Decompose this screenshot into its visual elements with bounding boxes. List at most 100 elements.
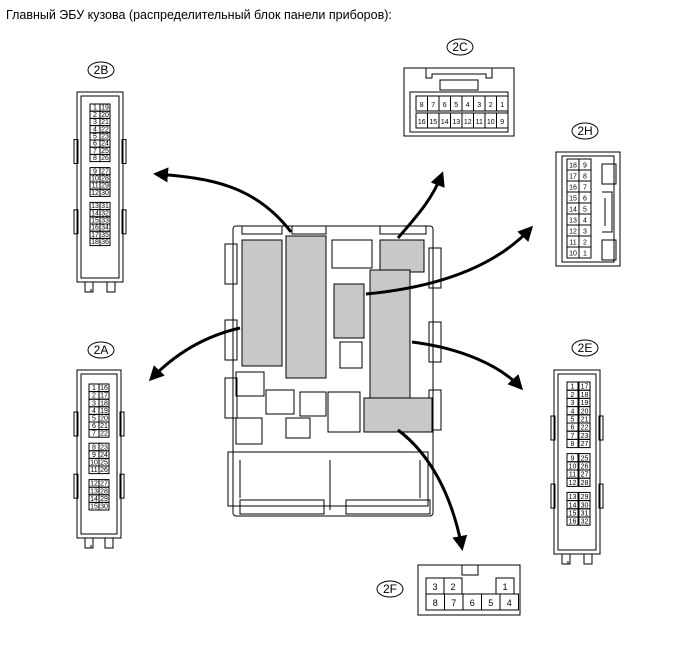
pin-number: 9 bbox=[92, 452, 96, 459]
pin-cell bbox=[496, 112, 509, 129]
pin-number: 14 bbox=[569, 502, 577, 509]
pin-number: 9 bbox=[583, 163, 587, 170]
pin-number: 27 bbox=[100, 481, 108, 488]
connector-key bbox=[425, 68, 493, 79]
pin-cell bbox=[99, 153, 111, 163]
connector-foot bbox=[104, 538, 114, 549]
pin-number: 10 bbox=[90, 460, 98, 467]
connector-tag: 2C bbox=[452, 40, 468, 54]
pin-number: 13 bbox=[452, 119, 460, 126]
connector-latch bbox=[550, 415, 556, 441]
pin-number: 19 bbox=[100, 408, 108, 415]
pin-cell bbox=[578, 477, 591, 487]
pin-cell bbox=[98, 465, 110, 475]
pin-number: 16 bbox=[418, 119, 426, 126]
pin-number: 12 bbox=[569, 480, 577, 487]
pin-number: 36 bbox=[101, 239, 109, 246]
pin-number: 19 bbox=[101, 105, 109, 112]
pin-number: 19 bbox=[581, 400, 589, 407]
pin-number: 6 bbox=[571, 425, 575, 432]
connector-latch bbox=[73, 139, 79, 164]
arrow-2c bbox=[396, 171, 445, 239]
connector-inner bbox=[561, 155, 615, 263]
arrow-2e bbox=[411, 340, 524, 391]
pin-cell bbox=[499, 593, 519, 611]
pin-number: 10 bbox=[569, 464, 577, 471]
pin-number: 18 bbox=[569, 163, 577, 170]
pin-number: 12 bbox=[464, 119, 472, 126]
pin-number: 5 bbox=[571, 417, 575, 424]
connector-housing bbox=[553, 369, 601, 555]
pin-number: 1 bbox=[571, 384, 575, 391]
pin-number: 13 bbox=[90, 488, 98, 495]
connector-tag: 2F bbox=[383, 582, 397, 596]
connector-latch bbox=[73, 209, 79, 235]
pin-number: 4 bbox=[93, 126, 97, 133]
pin-number: 30 bbox=[100, 504, 108, 511]
connector-tag-outline bbox=[571, 339, 599, 357]
pin-number: 15 bbox=[569, 196, 577, 203]
pin-number: 24 bbox=[101, 141, 109, 148]
pin-number: 23 bbox=[101, 134, 109, 141]
pin-number: 34 bbox=[101, 225, 109, 232]
pin-number: 11 bbox=[569, 472, 576, 479]
connector-latch bbox=[73, 473, 79, 499]
pin-number: 28 bbox=[100, 488, 108, 495]
connector-tag: 2E bbox=[578, 341, 593, 355]
pin-number: 2 bbox=[450, 582, 455, 592]
pin-number: 17 bbox=[569, 174, 577, 181]
pin-number: 31 bbox=[581, 511, 589, 518]
pin-number: 7 bbox=[451, 598, 456, 608]
connector-latch bbox=[601, 239, 617, 261]
pin-number: 27 bbox=[581, 472, 589, 479]
pin-number: 6 bbox=[443, 102, 447, 109]
pin-number: 10 bbox=[91, 176, 99, 183]
pin-number: 2 bbox=[571, 392, 575, 399]
pin-cell bbox=[566, 516, 579, 526]
pin-number: 4 bbox=[92, 408, 96, 415]
pin-number: 14 bbox=[569, 207, 577, 214]
pin-number: 29 bbox=[100, 496, 108, 503]
pin-number: 15 bbox=[90, 504, 98, 511]
pin-number: 23 bbox=[581, 433, 589, 440]
connector-tag-outline bbox=[571, 122, 599, 140]
pin-number: 25 bbox=[581, 455, 589, 462]
junction-block bbox=[224, 225, 442, 517]
pin-number: 5 bbox=[488, 598, 493, 608]
connector-tag-outline bbox=[87, 341, 115, 359]
pin-number: 29 bbox=[101, 183, 109, 190]
pin-number: 3 bbox=[477, 102, 481, 109]
connector-tag: 2B bbox=[94, 63, 109, 77]
connector-tag-outline bbox=[446, 38, 474, 56]
zone-2c bbox=[379, 239, 425, 273]
pin-number: 10 bbox=[569, 251, 577, 258]
pin-number: 8 bbox=[420, 102, 424, 109]
pin-number: 4 bbox=[583, 218, 587, 225]
pin-number: 18 bbox=[581, 392, 589, 399]
pin-number: 1 bbox=[93, 105, 97, 112]
connector-foot bbox=[561, 554, 571, 565]
connector-foot bbox=[583, 554, 593, 565]
connector-key bbox=[461, 565, 479, 576]
pin-number: 7 bbox=[92, 431, 96, 438]
arrow-2h bbox=[365, 225, 534, 296]
pin-number: 4 bbox=[466, 102, 470, 109]
pin-number: 20 bbox=[581, 408, 589, 415]
pin-number: 1 bbox=[583, 251, 587, 258]
pin-number: 33 bbox=[101, 218, 109, 225]
pin-number: 6 bbox=[470, 598, 475, 608]
connector-housing bbox=[555, 151, 621, 267]
connector-latch bbox=[119, 411, 125, 437]
pin-number: 20 bbox=[100, 416, 108, 423]
connector-tag-outline bbox=[87, 61, 115, 79]
pin-number: 16 bbox=[91, 225, 99, 232]
pin-number: 7 bbox=[583, 185, 587, 192]
zone-2b bbox=[241, 239, 283, 367]
connector-inner bbox=[409, 91, 509, 133]
connector-housing bbox=[403, 67, 515, 137]
